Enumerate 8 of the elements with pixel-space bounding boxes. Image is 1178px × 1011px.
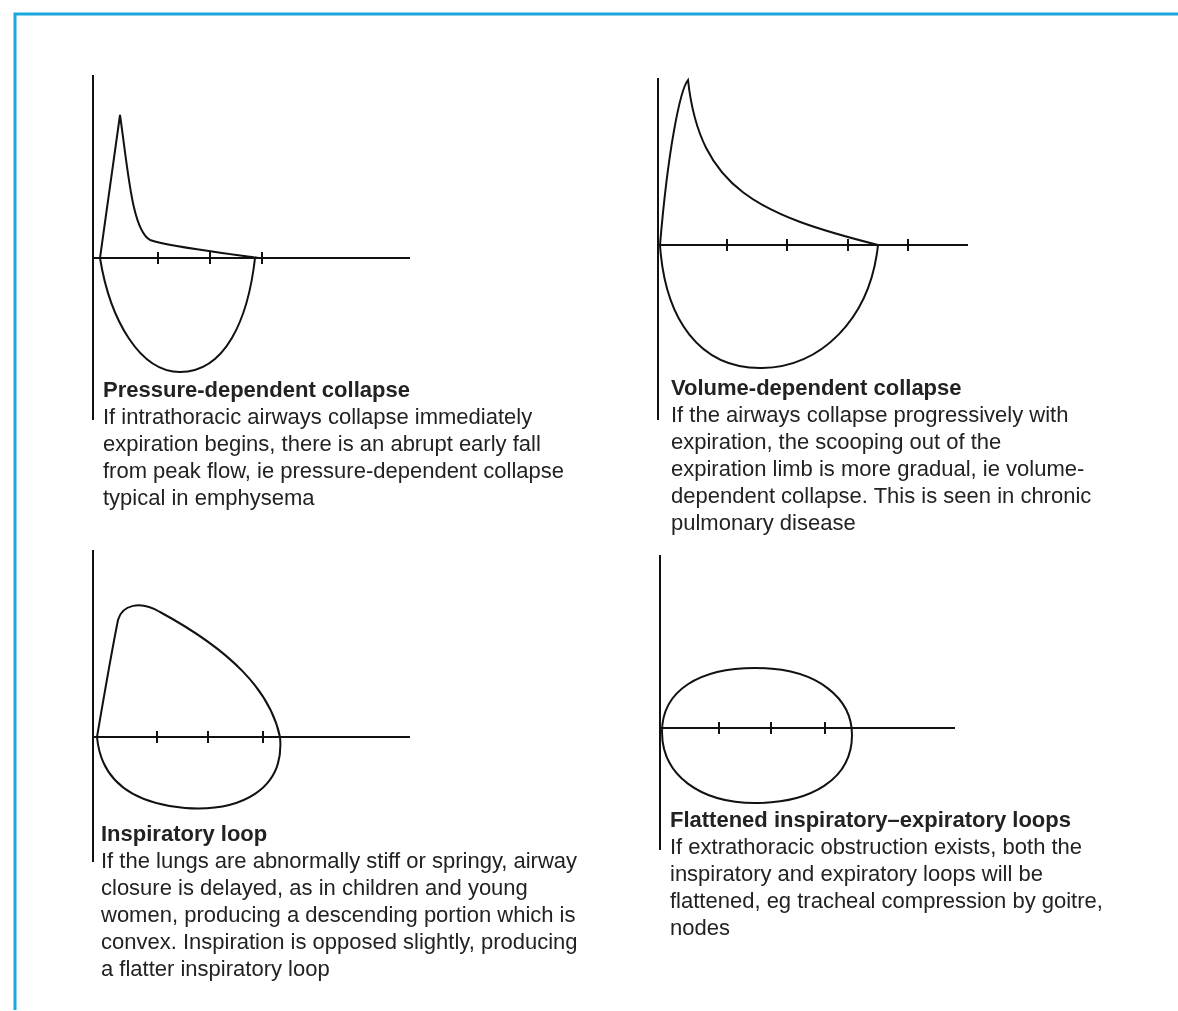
panel-heading: Flattened inspiratory–expiratory loops xyxy=(670,806,1072,833)
panel-heading: Inspiratory loop xyxy=(101,820,269,847)
description-text: If the airways collapse progressively with expiration, the scooping out of the expiration limb is more gradual, ie volume-dependent collapse. This is seen in chronic pulmonary disease xyxy=(671,401,1093,536)
panel-heading: Pressure-dependent collapse xyxy=(103,376,411,403)
description-text: If intrathoracic airways collapse immediately expiration begins, there is an abrupt early fall from peak flow, ie pressure-dependent collapse typical in emphysema xyxy=(103,403,566,511)
description-text: If extrathoracic obstruction exists, both the inspiratory and expiratory loops will be flattened, eg tracheal compression by goitre, nodes xyxy=(670,833,1104,941)
description-text: If the lungs are abnormally stiff or springy, airway closure is delayed, as in children and young women, producing a descending portion which is convex. Inspiration is opposed slightly, producing a flatter inspiratory loop xyxy=(101,847,579,982)
panel-heading: Volume-dependent collapse xyxy=(671,374,963,401)
